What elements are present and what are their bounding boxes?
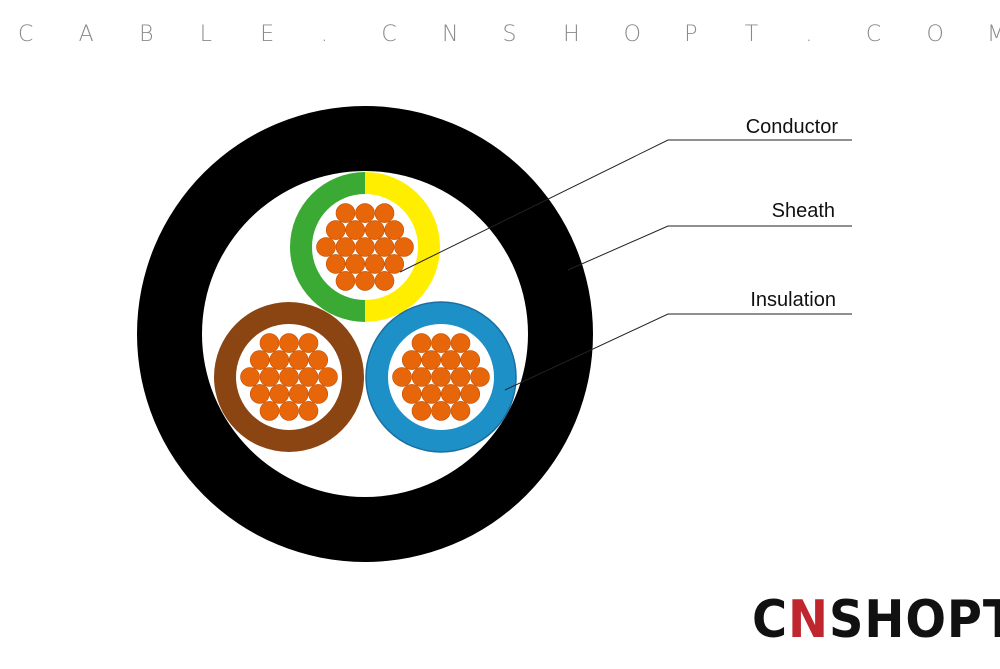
cnshopt-logo: CNSHOPT — [752, 590, 1000, 650]
green-yellow-core — [290, 172, 440, 322]
copper-strand — [392, 367, 412, 387]
copper-strand — [279, 401, 299, 421]
copper-strand — [364, 220, 385, 240]
conductor-strands — [392, 333, 490, 421]
insulation-leader-line — [504, 313, 852, 391]
copper-strand — [460, 384, 481, 404]
copper-strand — [318, 367, 338, 387]
copper-strand — [374, 237, 395, 257]
copper-strand — [431, 401, 451, 421]
copper-strand — [279, 367, 299, 387]
copper-strand — [298, 333, 319, 353]
copper-strand — [374, 203, 395, 223]
blue-core — [365, 301, 517, 453]
conductor-strands — [316, 203, 414, 291]
copper-strand — [411, 367, 432, 387]
copper-strand — [440, 350, 461, 370]
copper-strand — [249, 350, 270, 370]
copper-strand — [249, 384, 270, 404]
copper-strand — [345, 254, 366, 274]
copper-strand — [440, 384, 461, 404]
copper-strand — [288, 384, 309, 404]
brown-core — [214, 302, 364, 452]
sheath-leader-line — [567, 225, 852, 271]
copper-strand — [259, 367, 280, 387]
copper-strand — [450, 401, 471, 421]
copper-strand — [259, 333, 280, 353]
copper-strand — [298, 401, 319, 421]
copper-strand — [411, 401, 432, 421]
copper-strand — [384, 220, 405, 240]
insulation-label: Insulation — [750, 289, 836, 311]
conductor-label: Conductor — [745, 116, 838, 138]
copper-strand — [325, 220, 346, 240]
copper-strand — [259, 401, 280, 421]
copper-strand — [325, 254, 346, 274]
copper-strand — [450, 333, 471, 353]
copper-strand — [394, 237, 414, 257]
sheath-label: Sheath — [771, 200, 835, 222]
copper-strand — [355, 271, 375, 291]
copper-strand — [355, 237, 375, 257]
copper-strand — [364, 254, 385, 274]
conductor-strands — [240, 333, 338, 421]
copper-strand — [421, 384, 442, 404]
copper-strand — [401, 384, 422, 404]
copper-strand — [240, 367, 260, 387]
copper-strand — [470, 367, 490, 387]
conductor-leader-line — [399, 139, 852, 273]
copper-strand — [431, 367, 451, 387]
copper-strand — [308, 384, 329, 404]
copper-strand — [411, 333, 432, 353]
copper-strand — [450, 367, 471, 387]
copper-strand — [308, 350, 329, 370]
copper-strand — [374, 271, 395, 291]
copper-strand — [298, 367, 319, 387]
copper-strand — [355, 203, 375, 223]
copper-strand — [279, 333, 299, 353]
copper-strand — [401, 350, 422, 370]
copper-strand — [269, 350, 290, 370]
copper-strand — [431, 333, 451, 353]
copper-strand — [421, 350, 442, 370]
copper-strand — [460, 350, 481, 370]
copper-strand — [345, 220, 366, 240]
copper-strand — [335, 271, 356, 291]
copper-strand — [335, 237, 356, 257]
copper-strand — [288, 350, 309, 370]
copper-strand — [269, 384, 290, 404]
copper-strand — [384, 254, 405, 274]
copper-strand — [335, 203, 356, 223]
copper-strand — [316, 237, 336, 257]
